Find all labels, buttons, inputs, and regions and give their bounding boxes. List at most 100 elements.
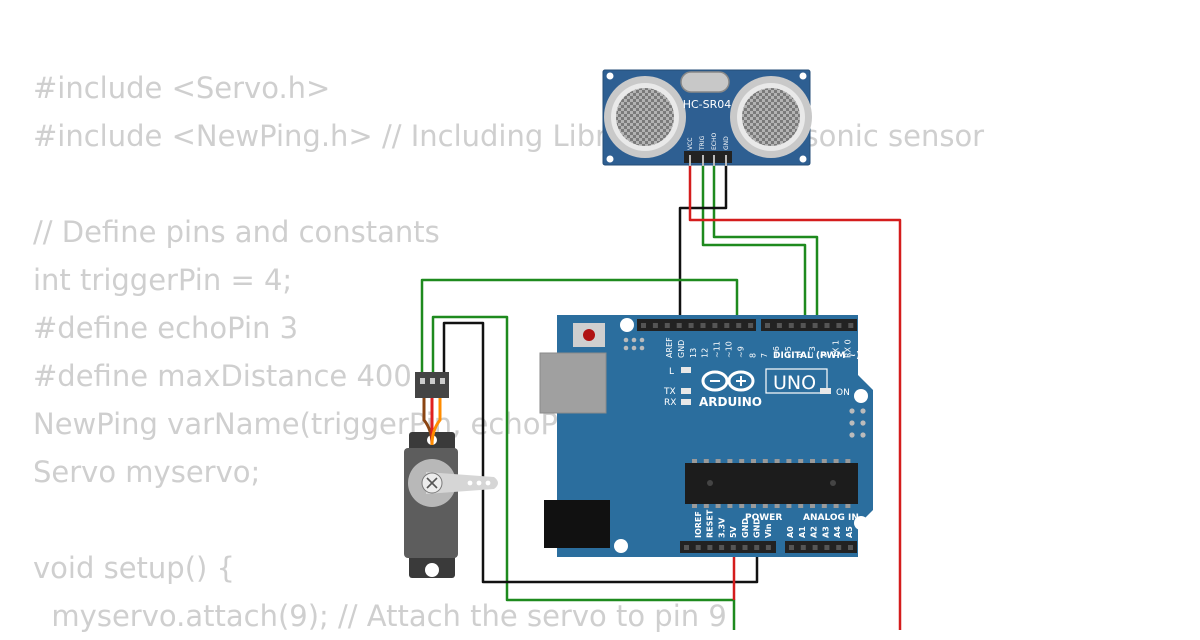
header-pin-hole[interactable] [800,545,806,550]
usb-connector [539,352,607,414]
header-pin-hole[interactable] [684,545,689,550]
digital-pin-label-4: 4 [796,353,805,358]
code-line: void setup() { [33,551,235,585]
analog-pin-label-a4: A4 [833,526,842,538]
led-l-label: L [669,367,674,377]
digital-pin-label-12: 12 [701,348,710,358]
header-pin-hole[interactable] [789,545,794,550]
power-jack [544,500,610,548]
servo-shaft-icon [426,477,438,489]
header-pin-hole[interactable] [719,545,725,550]
wire-servo-signal-pin9[interactable] [420,278,739,372]
header-pin-hole[interactable] [736,323,742,328]
power-pin-label-reset: RESET [706,509,715,538]
sensor-pin-header [684,151,732,163]
chip-pin [692,504,697,508]
wire-trig-to-pin4[interactable] [701,160,807,322]
code-line: int triggerPin = 4; [33,263,293,297]
sensor-pin-vcc: VCC [687,138,694,150]
header-power [680,541,776,553]
wires [420,160,902,630]
analog-header-label: ANALOG IN [803,513,859,523]
sensor-model-label: HC-SR04 [683,98,732,111]
header-pin-hole[interactable] [652,323,658,328]
servo-horn [426,472,498,494]
chip-pin [810,504,815,508]
chip-pin [798,459,804,463]
code-line: myservo.attach(9); // Attach the servo t… [33,599,727,633]
header-pin-hole[interactable] [812,545,818,550]
chip-pin [739,459,745,463]
led-rx-label: RX [664,398,676,408]
code-line: #define echoPin 3 [33,311,299,345]
header-pin-hole[interactable] [748,323,754,328]
analog-pin-label-a2: A2 [810,526,819,538]
header-pin-hole[interactable] [848,545,853,550]
header-pin-hole[interactable] [765,323,770,328]
header-pin-hole[interactable] [812,323,818,328]
digital-pin-label-13: 13 [689,348,698,358]
header-pin-hole[interactable] [724,323,730,328]
header-pin-hole[interactable] [742,545,748,550]
chip-pin [786,504,792,508]
led-tx-label: TX [663,387,676,397]
header-pin-hole[interactable] [824,545,830,550]
chip-pin [692,459,697,463]
sensor-pin-echo: ECHO [711,133,718,150]
servo-motor[interactable] [404,372,498,578]
wire-servo-vcc-loop[interactable] [431,315,736,630]
header-pin-hole[interactable] [788,323,794,328]
header-pin-hole[interactable] [707,545,713,550]
digital-pin-label-7: 7 [760,353,769,358]
digital-pin-label-9: ~9 [736,346,745,358]
header-pin-hole[interactable] [765,545,771,550]
header-pin-hole[interactable] [776,323,782,328]
chip-pin [703,504,709,508]
chip-pin [762,459,768,463]
header-pin-hole[interactable] [836,545,842,550]
wire-echo-to-pin3[interactable] [712,160,819,322]
transducer-left [604,76,686,158]
sensor-pin-gnd: GND [723,136,730,150]
header-pin-hole[interactable] [754,545,760,550]
digital-pin-label-aref: AREF [665,337,674,358]
header-pin-hole[interactable] [730,545,736,550]
wire-sensor-vcc[interactable] [688,160,902,630]
digital-pin-label-3: ~3 [808,346,817,358]
digital-pin-label-5: ~5 [784,346,793,358]
chip-pin [739,504,745,508]
power-pin-label-5v: 5V [729,525,738,538]
header-pin-hole[interactable] [695,545,701,550]
ultrasonic-sensor[interactable]: HC-SR04 VCC TRIG ECHO GND [602,69,812,166]
chip-pin [727,504,733,508]
header-digital-right [761,319,857,331]
header-pin-hole[interactable] [800,323,806,328]
sensor-pin-trig: TRIG [699,135,706,151]
header-pin-hole[interactable] [700,323,706,328]
chip-pin [845,459,851,463]
header-pin-hole[interactable] [688,323,694,328]
header-pin-hole[interactable] [836,323,842,328]
header-pin-hole[interactable] [664,323,670,328]
wire-sensor-gnd[interactable] [678,160,728,322]
chip-pin [774,459,780,463]
board-brand: ARDUINO [699,395,762,409]
chip-pin [810,459,815,463]
header-pin-hole[interactable] [848,323,854,328]
servo-cable [422,398,442,446]
header-pin-hole[interactable] [676,323,682,328]
chip-pin [833,504,839,508]
header-pin-hole[interactable] [712,323,718,328]
chip-pin [727,459,733,463]
chip-pin [762,504,768,508]
wire-servo-gnd[interactable] [442,321,759,584]
header-pin-hole[interactable] [641,323,646,328]
digital-pin-label-6: ~6 [772,346,781,358]
chip-pin [786,459,792,463]
header-pin-hole[interactable] [824,323,830,328]
code-line: #define maxDistance 400 [33,359,412,393]
chip-pin [798,504,804,508]
chip-pin [821,504,827,508]
digital-pin-label-gnd: GND [677,340,686,358]
